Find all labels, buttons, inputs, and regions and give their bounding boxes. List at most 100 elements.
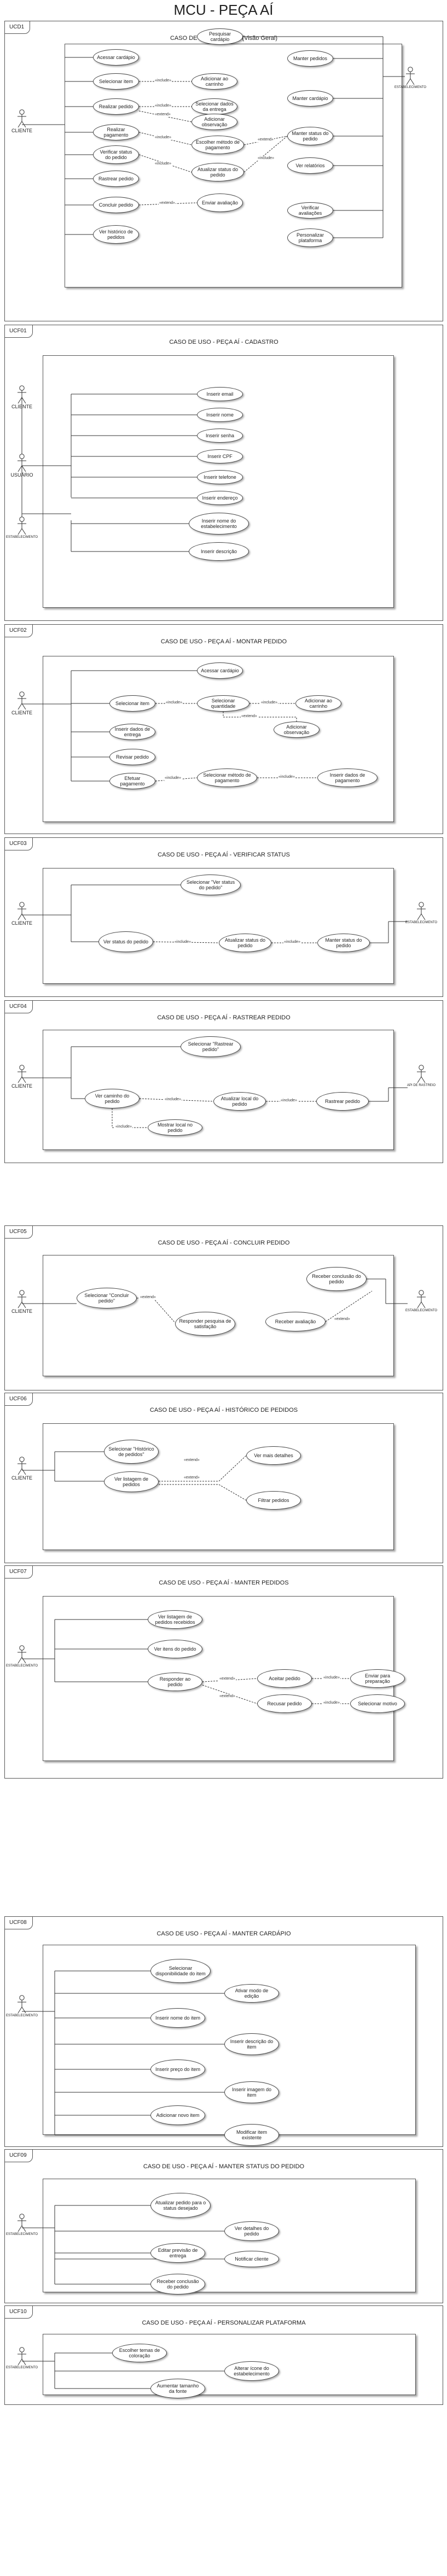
relationship-label: «include» <box>323 1676 340 1680</box>
relationship-label: «include» <box>154 162 172 166</box>
use-case-track-order: Rastrear pedido <box>316 1092 369 1111</box>
actor-label: CLIENTE <box>11 1083 32 1089</box>
actor-label: ESTABELECIMENTO <box>5 2014 38 2017</box>
use-case-order-details: Ver detalhes do pedido <box>224 2221 279 2241</box>
use-case-order-history: Ver histórico de pedidos <box>93 225 139 244</box>
use-case-password: Inserir senha <box>197 429 243 443</box>
use-case-select-view-status: Selecionar "Ver status do pedido" <box>181 875 241 895</box>
section-tag: UCF07 <box>4 1565 33 1579</box>
use-case-list-received: Ver listagem de pedidos recebidos <box>148 1610 202 1629</box>
actor-client: CLIENTE <box>5 109 38 134</box>
section-tag: UCF08 <box>4 1916 33 1929</box>
actor-label: ESTABELECIMENTO <box>5 1664 38 1668</box>
relationship-label: «include» <box>260 701 278 705</box>
use-case-make-payment: Efetuar pagamento <box>109 773 155 789</box>
actor-label: ESTABELECIMENTO <box>405 921 438 924</box>
actor-label: ESTABELECIMENTO <box>405 1309 438 1312</box>
relationship-label: «include» <box>164 1098 182 1102</box>
relationship-label: «include» <box>115 1125 132 1129</box>
relationship-label: «include» <box>164 776 182 781</box>
actor-establishment: ESTABELECIMENTO <box>394 67 427 90</box>
relationship-label: «extend» <box>159 201 176 206</box>
actor-establishment: ESTABELECIMENTO <box>5 1645 38 1668</box>
section-tag: UCD1 <box>4 21 31 34</box>
store-icon <box>5 2214 38 2232</box>
use-case-add-item: Adicionar novo item <box>150 2105 205 2125</box>
use-case-access-catalog: Acessar cardápio <box>197 662 243 679</box>
use-case-delivery-forecast: Editar previsão de entrega <box>150 2243 205 2263</box>
relationship-label: «extend» <box>140 1295 156 1300</box>
use-case-search-catalog: Pesquisar cardápio <box>197 28 243 45</box>
use-case-satisfaction-survey: Responder pesquisa de satisfação <box>175 1312 235 1336</box>
section-title: CASO DE USO - PEÇA AÍ - RASTREAR PEDIDO <box>157 1014 291 1021</box>
use-case-select-delivery: Selecionar dados da entrega <box>191 98 237 115</box>
use-case-filter-orders: Filtrar pedidos <box>246 1491 301 1510</box>
use-case-add-note: Adicionar observação <box>191 114 237 130</box>
use-case-description: Inserir descrição <box>189 542 249 561</box>
use-case-change-icon: Alterar ícone do estabelecimento <box>224 2361 279 2381</box>
document-title: MCU - PEÇA AÍ <box>173 2 274 18</box>
actor-label: API DE RASTREIO <box>407 1084 436 1087</box>
relationship-label: «extend» <box>219 1677 236 1681</box>
store-icon <box>405 1290 438 1308</box>
actor-establishment: ESTABELECIMENTO <box>5 2347 38 2370</box>
actor-label: ESTABELECIMENTO <box>5 2233 38 2236</box>
user-icon <box>5 454 38 472</box>
use-case-receive-review: Receber avaliação <box>265 1312 326 1331</box>
use-case-make-payment: Realizar pagamento <box>93 124 139 140</box>
relationship-label: «include» <box>154 104 172 108</box>
store-icon <box>405 902 438 920</box>
client-icon <box>5 691 38 710</box>
use-case-view-status: Ver status do pedido <box>98 931 153 952</box>
section-tag: UCF03 <box>4 837 33 850</box>
actor-label: CLIENTE <box>11 404 32 409</box>
use-case-cpf: Inserir CPF <box>197 449 243 463</box>
use-case-font-size: Aumentar tamanho da fonte <box>150 2379 205 2398</box>
client-icon <box>5 109 38 128</box>
client-icon <box>5 385 38 404</box>
client-icon <box>5 902 38 920</box>
client-icon <box>5 1457 38 1475</box>
use-case-add-option: Ativar modo de edição <box>224 1984 279 2003</box>
section-title: CASO DE USO - PEÇA AÍ - MONTAR PEDIDO <box>160 638 287 645</box>
client-icon <box>5 1290 38 1308</box>
section-title: CASO DE USO - PEÇA AÍ - VERIFICAR STATUS <box>158 852 290 858</box>
section-tag: UCF09 <box>4 2149 33 2162</box>
store-icon <box>5 1645 38 1664</box>
use-case-notify-client: Notificar cliente <box>224 2251 279 2267</box>
use-case-add-note: Adicionar observação <box>274 721 320 738</box>
actor-label: ESTABELECIMENTO <box>5 536 38 539</box>
use-case-receive-completion: Receber conclusão do pedido <box>306 1267 367 1291</box>
use-case-reject-order: Recusar pedido <box>257 1694 312 1713</box>
use-case-choose-payment: Escolher método de pagamento <box>191 136 244 154</box>
actor-client: CLIENTE <box>5 385 38 410</box>
actor-label: ESTABELECIMENTO <box>5 2366 38 2369</box>
relationship-label: «extend» <box>334 1317 351 1322</box>
actor-client: CLIENTE <box>5 1065 38 1089</box>
use-case-select-reason: Selecionar motivo <box>350 1694 405 1713</box>
use-case-access-catalog: Acessar cardápio <box>93 49 139 66</box>
use-case-email: Inserir email <box>197 387 243 401</box>
use-case-show-location: Mostrar local no pedido <box>148 1119 202 1136</box>
use-case-delivery-data: Inserir dados de entrega <box>109 724 155 740</box>
use-case-insert-description: Inserir descrição do item <box>224 2033 279 2055</box>
use-case-manage-catalog: Manter cardápio <box>287 90 333 107</box>
system-boundary <box>43 656 394 822</box>
use-case-add-to-cart: Adicionar ao carrinho <box>191 73 237 90</box>
use-case-insert-name: Inserir nome do item <box>150 2008 205 2028</box>
use-case-respond-order: Responder ao pedido <box>148 1673 202 1691</box>
relationship-label: «extend» <box>241 714 258 719</box>
use-case-list-orders: Ver listagem de pedidos <box>104 1471 159 1492</box>
use-case-select-item: Selecionar item <box>109 695 155 712</box>
relationship-label: «include» <box>174 940 191 944</box>
section-title: CASO DE USO - PEÇA AÍ - MANTER CARDÁPIO <box>156 1930 291 1937</box>
client-icon <box>5 1065 38 1083</box>
system-boundary <box>43 1596 394 1761</box>
section-tag: UCF01 <box>4 325 33 338</box>
use-case-track-status: Verificar status do pedido <box>93 145 139 164</box>
relationship-label: «include» <box>154 79 172 83</box>
actor-client: CLIENTE <box>5 691 38 716</box>
relationship-label: «include» <box>280 1099 298 1103</box>
actor-label: CLIENTE <box>11 920 32 926</box>
actor-label: USUÁRIO <box>10 472 33 478</box>
